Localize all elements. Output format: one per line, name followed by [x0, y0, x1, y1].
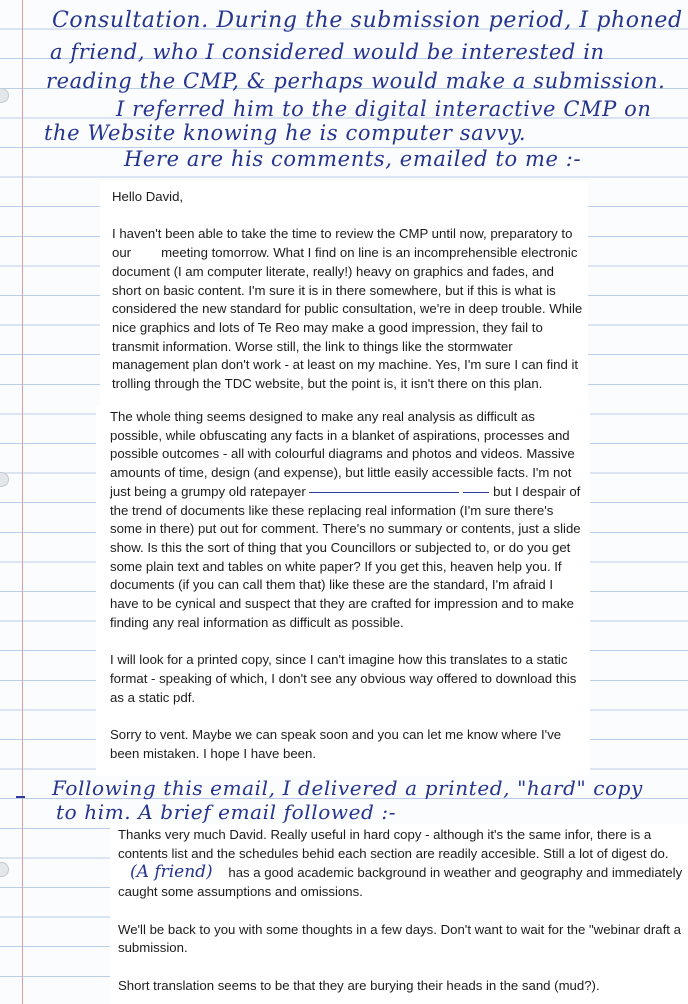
handwritten-line: reading the CMP, & perhaps would make a …	[46, 69, 666, 93]
email-paragraph: I haven't been able to take the time to …	[112, 226, 583, 392]
handwritten-line: Consultation. During the submission peri…	[52, 8, 683, 33]
email-greeting: Hello David,	[112, 189, 184, 204]
handwritten-line: I referred him to the digital interactiv…	[116, 97, 652, 121]
email-paragraph: I will look for a printed copy, since I …	[110, 652, 577, 705]
email-paragraph: Sorry to vent. Maybe we can speak soon a…	[110, 726, 562, 761]
email-excerpt: Hello David, I haven't been able to take…	[100, 180, 588, 410]
binder-hole	[0, 88, 9, 103]
email-paragraph: Thanks very much David. Really useful in…	[118, 827, 683, 900]
handwritten-line: to him. A brief email followed :-	[56, 800, 397, 824]
email-paragraph: Short translation seems to be that they …	[118, 977, 600, 993]
email-excerpt: Thanks very much David. Really useful in…	[110, 824, 688, 1004]
binder-hole	[0, 862, 9, 877]
handwritten-line: the Website knowing he is computer savvy…	[44, 121, 527, 145]
binder-hole	[0, 472, 9, 487]
handwritten-line: Here are his comments, emailed to me :-	[124, 147, 582, 171]
handwritten-line: a friend, who I considered would be inte…	[50, 40, 605, 64]
ink-underline	[463, 491, 490, 493]
handwritten-line: Following this email, I delivered a prin…	[52, 776, 643, 800]
ink-underline	[309, 491, 460, 493]
email-paragraph: We'll be back to you with some thoughts …	[118, 921, 681, 956]
email-excerpt: The whole thing seems designed to make a…	[96, 406, 590, 776]
email-paragraph: The whole thing seems designed to make a…	[110, 409, 581, 630]
handwritten-annotation: (A friend)	[130, 862, 213, 883]
margin-dash	[16, 796, 25, 798]
